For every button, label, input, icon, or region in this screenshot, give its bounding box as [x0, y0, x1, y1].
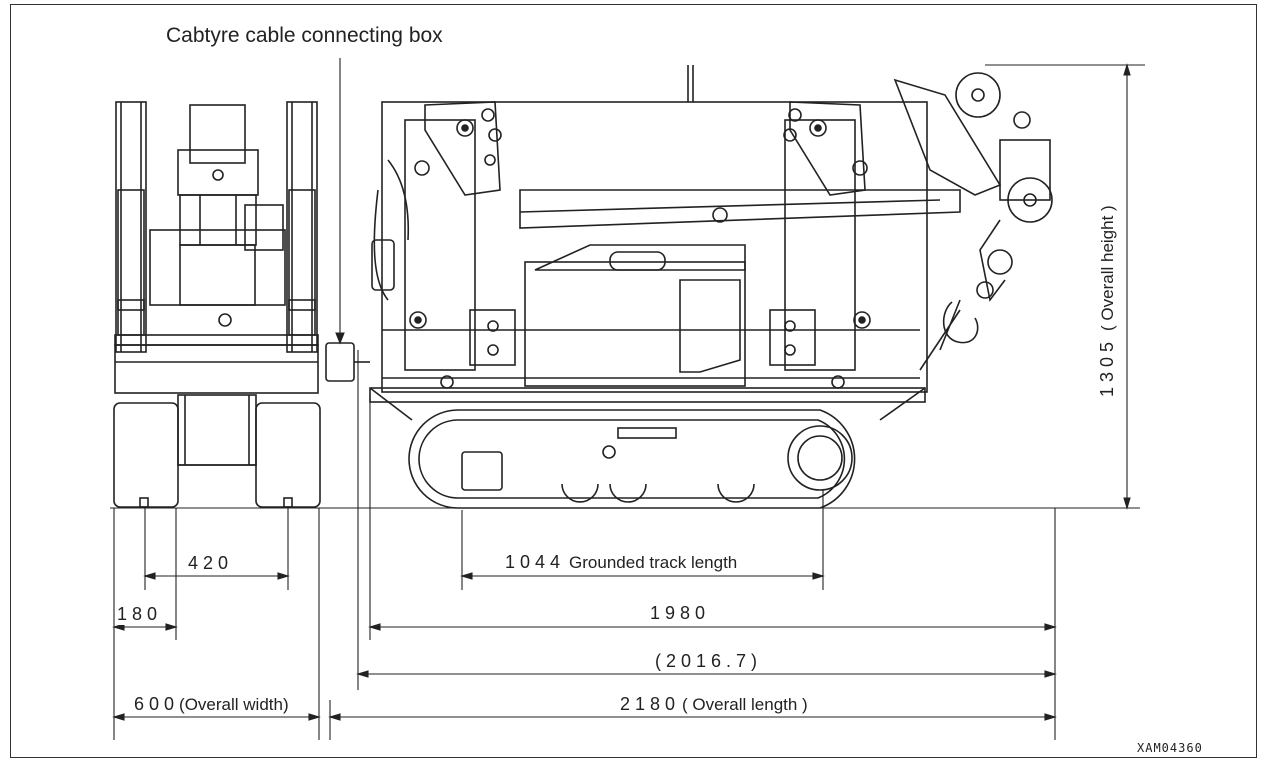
dim-1044: 1044 — [505, 552, 566, 572]
dim-1980: 1980 — [650, 603, 711, 624]
cable-box-callout: Cabtyre cable connecting box — [166, 24, 443, 48]
dim-420: 420 — [188, 553, 234, 574]
dim-2180: 2180 — [620, 694, 681, 714]
drawing-frame — [10, 4, 1257, 758]
dim-1305-group: 1305 ( Overall height ) — [1097, 205, 1118, 397]
dim-1044-group: 1044 Grounded track length — [505, 552, 738, 573]
dim-1305: 1305 — [1097, 336, 1117, 397]
dimension-lines — [110, 58, 1145, 740]
dim-600-group: 600 (Overall width) — [134, 694, 289, 715]
dim-1044-caption: Grounded track length — [569, 553, 738, 572]
side-view — [369, 65, 1053, 509]
dim-600: 600 — [134, 694, 180, 714]
dim-2180-group: 2180 ( Overall length ) — [620, 694, 808, 715]
dim-180: 180 — [117, 604, 163, 625]
dim-1305-caption: ( Overall height ) — [1098, 205, 1117, 331]
figure-code: XAM04360 — [1137, 741, 1203, 755]
dim-2180-caption: ( Overall length ) — [682, 695, 808, 714]
dim-2016: (2016.7) — [655, 651, 763, 672]
front-view — [113, 101, 370, 508]
dim-600-caption: (Overall width) — [179, 695, 289, 714]
